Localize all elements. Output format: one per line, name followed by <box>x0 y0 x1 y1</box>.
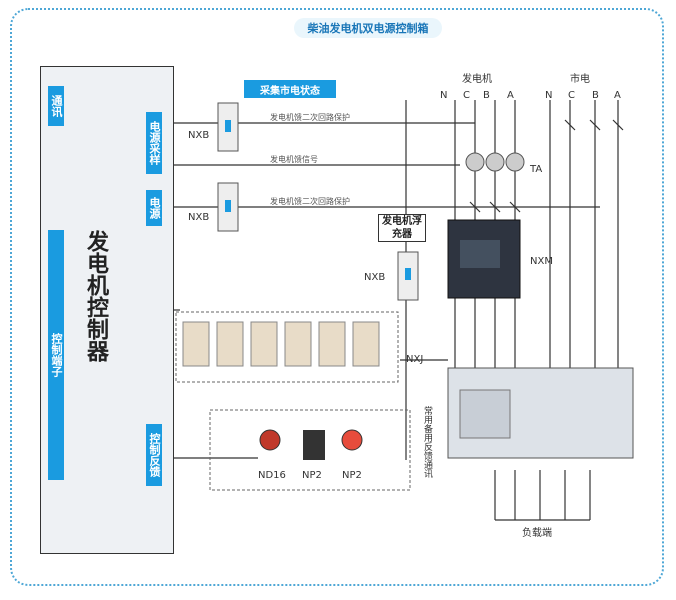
ta-label: TA <box>530 164 543 175</box>
nxb1-label: NXB <box>188 130 210 141</box>
gen-phase-n: N <box>440 90 448 101</box>
gen-phase-a: A <box>507 90 514 101</box>
np2b-label: NP2 <box>342 470 362 481</box>
mains-phase-n: N <box>545 90 553 101</box>
nxj-label: NXJ <box>406 354 424 365</box>
ats-labels: 常用备用反馈通讯 <box>422 406 432 478</box>
mains-phase-b: B <box>592 90 599 101</box>
diagram-frame <box>10 8 664 586</box>
terminal-bar: 控制端子 <box>48 230 64 480</box>
mains-phase-a: A <box>614 90 621 101</box>
gen-phase-c: C <box>463 90 470 101</box>
line1-label: 发电机馈二次回路保护 <box>270 113 350 122</box>
mains-source-label: 市电 <box>570 74 590 85</box>
diagram-title: 柴油发电机双电源控制箱 <box>294 18 442 38</box>
controller-name: 发电机控制器 <box>83 230 108 362</box>
collect-mains-label: 采集市电状态 <box>244 80 336 98</box>
comm-bar: 通讯 <box>48 86 64 126</box>
nd16-label: ND16 <box>258 470 286 481</box>
gen-protect-label: 发电机浮充器 <box>378 214 426 242</box>
power-bar: 电源 <box>146 190 162 226</box>
nxb3-label: NXB <box>364 272 386 283</box>
sampling-bar: 电源采样 <box>146 112 162 174</box>
nxm-label: NXM <box>530 256 553 267</box>
gen-phase-b: B <box>483 90 490 101</box>
mains-phase-c: C <box>568 90 575 101</box>
load-label: 负载端 <box>522 528 552 539</box>
gen-source-label: 发电机 <box>462 74 492 85</box>
feedback-bar: 控制反馈 <box>146 424 162 486</box>
nxb2-label: NXB <box>188 212 210 223</box>
line2-label: 发电机馈信号 <box>270 155 318 164</box>
np2a-label: NP2 <box>302 470 322 481</box>
line3-label: 发电机馈二次回路保护 <box>270 197 350 206</box>
